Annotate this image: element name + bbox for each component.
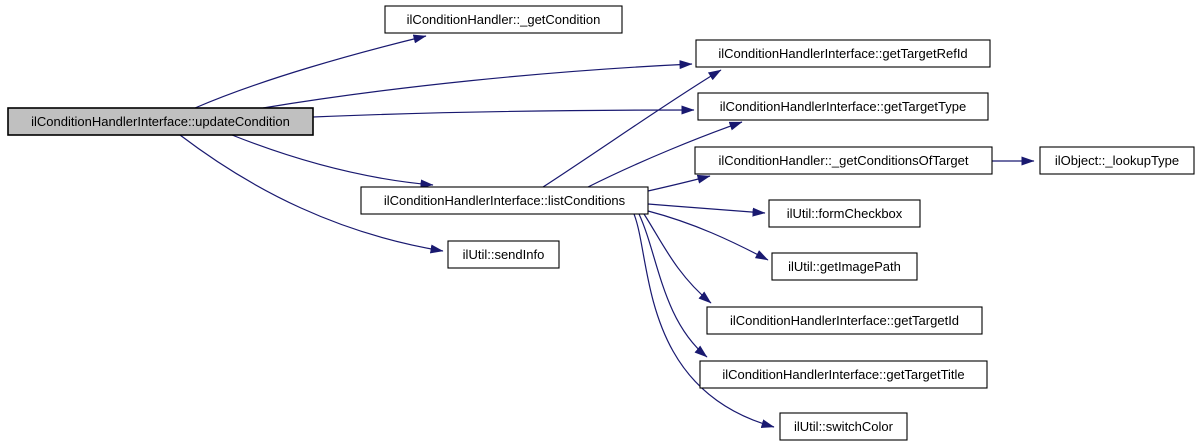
node-formCheckbox-label: ilUtil::formCheckbox [787,206,903,221]
node-getTargetRefId-label: ilConditionHandlerInterface::getTargetRe… [718,46,967,61]
edge-listConditions-to-getTargetRefId [542,69,722,188]
node-formCheckbox[interactable]: ilUtil::formCheckbox [768,199,921,228]
node-getTargetRefId[interactable]: ilConditionHandlerInterface::getTargetRe… [695,39,991,68]
node-getTargetType-label: ilConditionHandlerInterface::getTargetTy… [720,99,966,114]
node-getTargetId-label: ilConditionHandlerInterface::getTargetId [730,313,959,328]
edge-updateCondition-to-getTargetType [312,105,695,118]
node-lookupType[interactable]: ilObject::_lookupType [1039,146,1195,175]
edge-listConditions-to-getTargetTitle [638,213,708,358]
edge-updateCondition-to-getTargetRefId [262,60,693,109]
edge-listConditions-to-getTargetId [643,213,712,304]
edge-listConditions-to-getTargetType [587,121,743,188]
node-getTargetType[interactable]: ilConditionHandlerInterface::getTargetTy… [697,92,989,121]
edge-listConditions-to-getImagePath [647,210,769,261]
edge-updateCondition-to-sendInfo [179,134,444,254]
node-lookupType-label: ilObject::_lookupType [1055,153,1179,168]
node-getImagePath-label: ilUtil::getImagePath [788,259,901,274]
node-getTargetId[interactable]: ilConditionHandlerInterface::getTargetId [706,306,983,335]
node-sendInfo-label: ilUtil::sendInfo [463,247,545,262]
edge-updateCondition-to-getCondition [194,34,427,109]
node-getCondition[interactable]: ilConditionHandler::_getCondition [384,5,623,34]
node-listConditions-label: ilConditionHandlerInterface::listConditi… [384,193,626,208]
edge-listConditions-to-switchColor [633,213,775,428]
edge-listConditions-to-formCheckbox [647,203,766,217]
node-updateCondition-label: ilConditionHandlerInterface::updateCondi… [31,114,290,129]
node-sendInfo[interactable]: ilUtil::sendInfo [447,240,560,269]
node-switchColor-label: ilUtil::switchColor [794,419,894,434]
node-getConditionsOfTarget-label: ilConditionHandler::_getConditionsOfTarg… [718,153,968,168]
node-listConditions[interactable]: ilConditionHandlerInterface::listConditi… [360,186,649,215]
node-getImagePath[interactable]: ilUtil::getImagePath [771,252,918,281]
node-getConditionsOfTarget[interactable]: ilConditionHandler::_getConditionsOfTarg… [694,146,993,175]
node-switchColor[interactable]: ilUtil::switchColor [779,412,908,441]
node-getTargetTitle[interactable]: ilConditionHandlerInterface::getTargetTi… [699,360,988,389]
node-getCondition-label: ilConditionHandler::_getCondition [407,12,601,27]
edge-updateCondition-to-listConditions [231,134,434,189]
edge-listConditions-to-getConditionsOfTarget [647,174,711,192]
node-updateCondition: ilConditionHandlerInterface::updateCondi… [7,107,314,136]
node-getTargetTitle-label: ilConditionHandlerInterface::getTargetTi… [722,367,964,382]
